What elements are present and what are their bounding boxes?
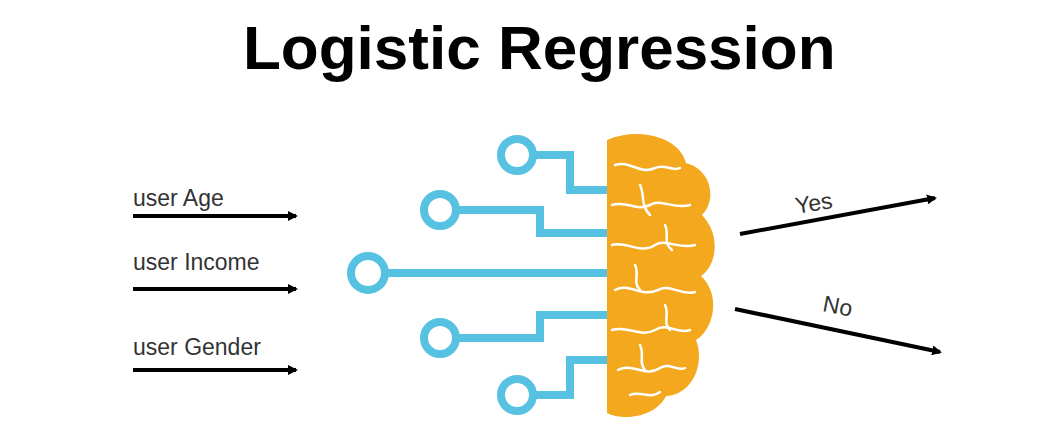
input-label: user Income	[133, 249, 260, 276]
output-label: No	[821, 290, 855, 322]
input-label: user Age	[133, 185, 224, 212]
output-label: Yes	[793, 187, 834, 220]
input-arrows	[133, 198, 940, 370]
circuit-lines	[351, 139, 610, 411]
input-label: user Gender	[133, 334, 261, 361]
brain-half	[607, 134, 715, 417]
diagram-title: Logistic Regression	[243, 12, 836, 83]
